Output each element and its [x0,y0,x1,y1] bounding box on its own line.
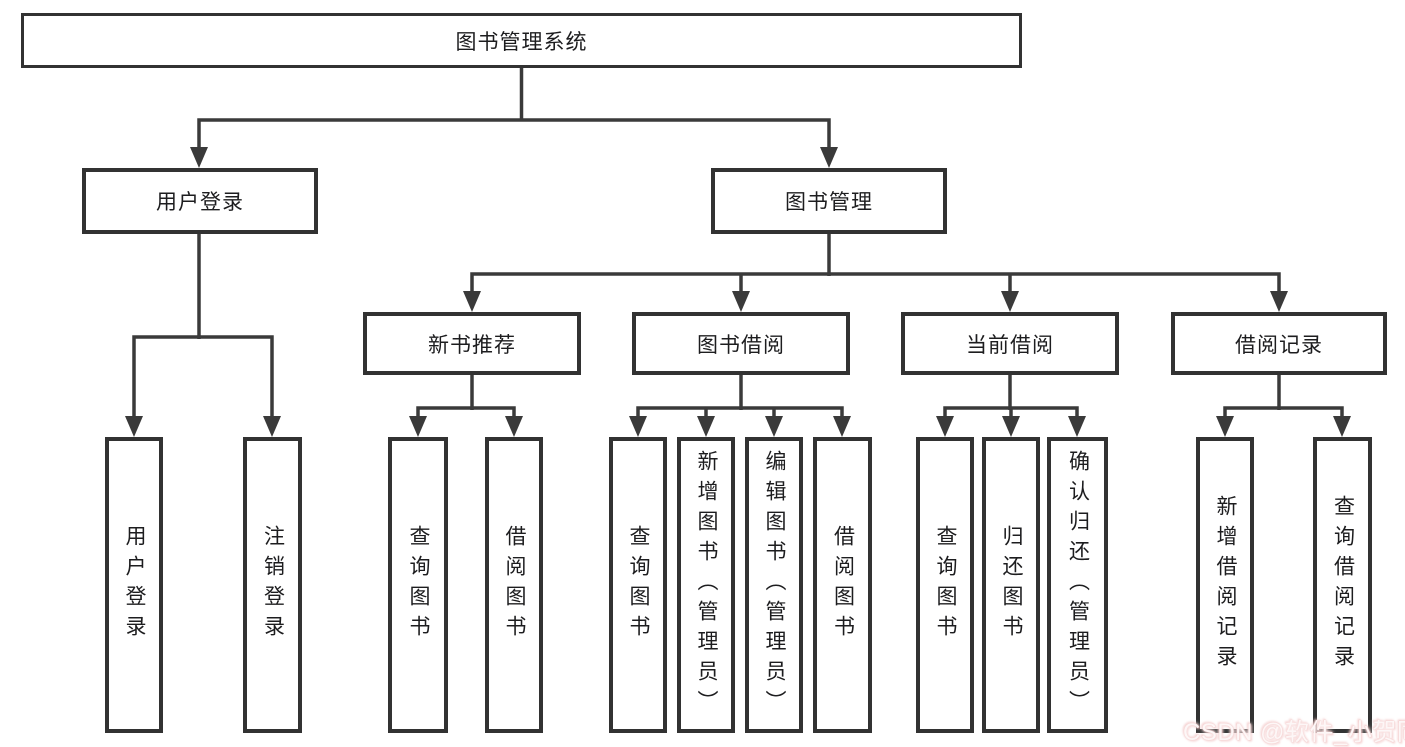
node-borrow-record: 借阅记录 [1171,312,1387,375]
node-label: 确认归还（管理员） [1066,450,1090,720]
node-label: 用户登录 [123,525,146,645]
node-root-system: 图书管理系统 [21,13,1022,68]
connector-borrow-record [1216,375,1351,437]
arrow-down-icon [125,416,143,437]
node-label: 当前借阅 [966,333,1054,357]
leaf-return-books: 归还图书 [982,437,1040,733]
arrow-down-icon [697,416,715,437]
node-label: 图书管理 [785,191,873,214]
node-label: 图书借阅 [697,333,785,357]
leaf-user-login: 用户登录 [105,437,163,733]
leaf-borrow-books: 借阅图书 [813,437,872,733]
csdn-watermark: CSDN @软件_小贺同学 [1183,719,1405,746]
arrow-down-icon [190,147,208,168]
node-label: 注销登录 [261,525,285,645]
node-label: 查询图书 [627,525,650,645]
arrow-down-icon [1216,416,1234,437]
node-label: 新书推荐 [428,333,516,357]
arrow-down-icon [936,416,954,437]
node-user-login: 用户登录 [82,168,318,234]
node-label: 归还图书 [1000,525,1023,645]
leaf-query-books-recommend: 查询图书 [388,437,448,733]
connector-root [190,68,838,168]
arrow-down-icon [1001,291,1019,312]
arrow-down-icon [629,416,647,437]
node-label: 用户登录 [156,191,244,214]
node-label: 查询借阅记录 [1331,495,1355,675]
leaf-edit-books-admin: 编辑图书（管理员） [745,437,803,733]
connector-user-login [125,232,281,437]
leaf-add-borrow-record: 新增借阅记录 [1196,437,1254,733]
leaf-borrow-books-recommend: 借阅图书 [485,437,543,733]
connector-current-borrow [936,375,1086,437]
connector-book-borrow [629,375,851,437]
node-label: 图书管理系统 [455,30,588,54]
arrow-down-icon [732,291,750,312]
arrow-down-icon [463,291,481,312]
arrow-down-icon [409,416,427,437]
leaf-query-current-books: 查询图书 [916,437,974,733]
connector-book-mgmt [463,232,1288,312]
arrow-down-icon [1270,291,1288,312]
connector-new-book-rec [409,375,523,437]
node-label: 新增图书（管理员） [695,450,718,720]
node-label: 查询图书 [934,525,957,645]
node-new-book-recommend: 新书推荐 [363,312,581,375]
leaf-logout: 注销登录 [243,437,302,733]
arrow-down-icon [820,147,838,168]
arrow-down-icon [1002,416,1020,437]
arrow-down-icon [263,416,281,437]
node-current-borrow: 当前借阅 [901,312,1119,375]
node-book-borrow: 图书借阅 [632,312,850,375]
arrow-down-icon [1333,416,1351,437]
node-label: 编辑图书（管理员） [763,450,786,720]
arrow-down-icon [505,416,523,437]
node-label: 新增借阅记录 [1214,495,1237,675]
leaf-query-borrow-record: 查询借阅记录 [1313,437,1372,733]
leaf-confirm-return-admin: 确认归还（管理员） [1047,437,1108,733]
node-label: 查询图书 [407,525,430,645]
node-book-management: 图书管理 [711,168,947,234]
node-label: 借阅图书 [503,525,526,645]
leaf-add-books-admin: 新增图书（管理员） [677,437,735,733]
arrow-down-icon [1068,416,1086,437]
arrow-down-icon [765,416,783,437]
arrow-down-icon [833,416,851,437]
node-label: 借阅图书 [831,525,855,645]
node-label: 借阅记录 [1235,333,1323,357]
leaf-query-books: 查询图书 [609,437,667,733]
